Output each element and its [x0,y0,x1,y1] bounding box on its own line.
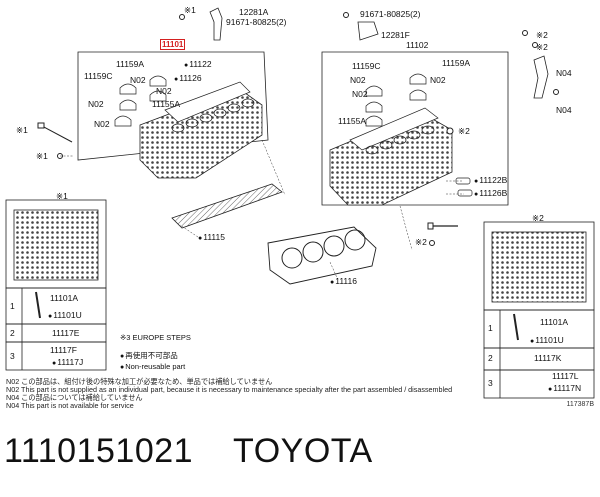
cover-gasket [171,183,283,229]
note-n02-jp: N02 この部品は、組付け後の特殊な加工が必要なため、単品では補給していません [6,377,273,386]
head-gasket [267,226,377,285]
note-n04-en: N04 This part is not available for servi… [6,401,134,410]
label-11101-highlighted[interactable]: 11101 [160,39,186,50]
label-n02-d: N02 [350,75,366,85]
right-label-11117l: 11117L [552,371,579,381]
label-n04-b: N04 [556,105,572,115]
label-star2-c: ※2 [458,126,470,136]
right-label-11101u: 11101U [530,336,564,346]
part-number: 1110151021 [4,432,194,470]
illustration-reference-number: 117387B [566,401,594,408]
label-11122b: 11122B [474,176,507,186]
left-detail-panel [5,199,107,371]
label-11159a-left: 11159A [116,59,145,69]
label-11115: 11115 [198,233,225,243]
label-n02-f: N02 [352,89,368,99]
right-detail-panel [483,221,595,399]
label-star2-b: ※2 [536,42,548,52]
label-91671-left: 91671-80825(2) [226,17,287,27]
brand-name: TOYOTA [233,432,373,470]
label-star1-left-bolt: ※1 [16,125,28,135]
sleeves [455,177,473,197]
right-row-number-3: 3 [488,378,493,388]
label-11122-left: 11122 [184,60,211,70]
label-star2-panel: ※2 [532,213,544,223]
right-label-11117n: 11117N [548,384,581,394]
left-cam-caps [114,75,167,127]
label-star2-a: ※2 [536,30,548,40]
left-row-number-1: 1 [10,301,15,311]
label-star1-panel: ※1 [56,191,68,201]
label-star2-d: ※2 [415,237,427,247]
label-n02-left-lower: N02 [94,119,110,129]
europe-steps-note: ※3 EUROPE STEPS [120,333,191,342]
legend-jp: 再使用不可部品 [120,351,178,361]
left-label-11117f: 11117F [50,345,77,355]
label-11159c-right: 11159C [352,61,381,71]
label-12281a: 12281A [239,7,269,17]
note-n02-en: N02 This part is not supplied as an indi… [6,385,453,394]
right-label-11101a: 11101A [540,317,569,327]
left-row-number-3: 3 [10,351,15,361]
lifting-brackets [209,7,549,99]
left-label-11117e: 11117E [52,328,80,338]
right-row-number-2: 2 [488,353,493,363]
right-cylinder-head [329,107,453,206]
legend-en: Non-reusable part [120,362,185,372]
label-11102: 11102 [406,40,429,50]
footer-caption: 1110151021 TOYOTA [4,432,413,471]
left-row-number-2: 2 [10,328,15,338]
label-n02-e: N02 [430,75,446,85]
right-label-11117k: 11117K [534,353,562,363]
right-head-frame [321,51,509,206]
left-label-11101u: 11101U [48,311,82,321]
label-n02-a: N02 [130,75,146,85]
label-11116: 11116 [330,277,357,287]
label-11159a-right: 11159A [442,58,471,68]
label-91671-right: 91671-80825(2) [360,9,421,19]
label-12281f: 12281F [381,30,410,40]
label-n02-c: N02 [88,99,104,109]
left-label-11101a: 11101A [50,293,79,303]
label-11155a-right: 11155A [338,116,367,126]
leader-lines [60,139,464,281]
label-n04-a: N04 [556,68,572,78]
label-star1-left-washer: ※1 [36,151,48,161]
label-11126b: 11126B [474,189,507,199]
bolts [37,12,559,246]
label-star1-bolt: ※1 [184,5,196,15]
label-11126-left: 11126 [174,74,201,84]
note-n04-jp: N04 この部品については補給していません [6,393,143,402]
label-11155a-left: 11155A [152,99,181,109]
left-cylinder-head [139,81,263,179]
right-cam-caps [365,73,427,127]
right-row-number-1: 1 [488,323,493,333]
label-11159c-left: 11159C [84,71,113,81]
left-head-frame [77,51,269,161]
left-label-11117j: 11117J [52,358,83,368]
label-n02-b: N02 [156,86,172,96]
